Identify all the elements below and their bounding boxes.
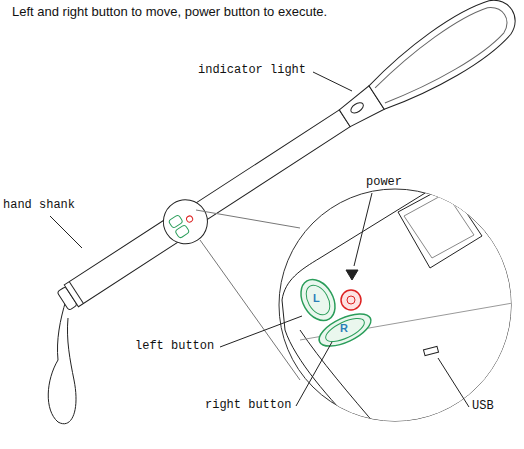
- leader-lines: [50, 72, 469, 407]
- left-button: [294, 273, 342, 326]
- wrist-strap: [48, 300, 76, 424]
- power-button: [341, 290, 361, 310]
- usb-port: [423, 346, 438, 355]
- button-letter: R: [340, 322, 348, 335]
- indicator-light: [349, 101, 365, 115]
- detail-circle: [155, 191, 216, 252]
- part-label: hand shank: [3, 199, 75, 213]
- antenna-head: [363, 0, 524, 119]
- right-button: [315, 307, 376, 352]
- part-label: left button: [135, 340, 214, 354]
- part-label: USB: [472, 400, 494, 414]
- button-letter: L: [313, 292, 320, 305]
- part-label: power: [366, 176, 402, 190]
- display-screen: [398, 185, 482, 268]
- caption-title: Left and right button to move, power but…: [12, 5, 327, 20]
- part-label: right button: [205, 399, 291, 413]
- part-label: indicator light: [198, 64, 306, 78]
